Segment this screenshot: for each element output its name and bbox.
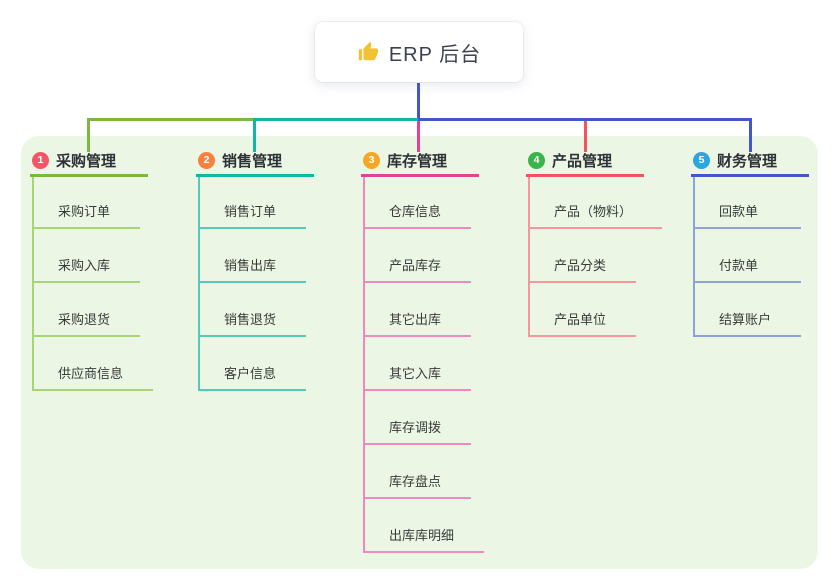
branch-finance: 5 财务管理 回款单 付款单 结算账户 [691, 146, 809, 337]
branch-sales-header[interactable]: 2 销售管理 [196, 146, 314, 177]
child-label: 采购订单 [58, 204, 111, 219]
branch-sales: 2 销售管理 销售订单 销售出库 销售退货 客户信息 [196, 146, 314, 391]
child-node[interactable]: 产品分类 [530, 229, 637, 283]
branch-title: 财务管理 [717, 152, 778, 170]
branch-title: 产品管理 [552, 152, 613, 170]
child-node[interactable]: 采购退货 [34, 283, 141, 337]
child-label: 库存调拨 [389, 420, 442, 435]
child-node[interactable]: 仓库信息 [365, 177, 472, 229]
child-label: 结算账户 [719, 312, 772, 327]
branch-drop-line-4 [584, 121, 587, 152]
child-label: 付款单 [719, 258, 759, 273]
child-label: 产品（物料） [554, 204, 633, 219]
child-label: 产品单位 [554, 312, 607, 327]
branch-sales-children: 销售订单 销售出库 销售退货 客户信息 [198, 177, 307, 391]
bus-line-indigo [418, 118, 752, 121]
child-label: 销售退货 [224, 312, 277, 327]
branch-inventory-header[interactable]: 3 库存管理 [361, 146, 479, 177]
bus-line-teal [254, 118, 421, 121]
child-label: 其它出库 [389, 312, 442, 327]
root-node-erp[interactable]: ERP 后台 [315, 22, 523, 82]
child-label: 产品库存 [389, 258, 442, 273]
child-label: 销售订单 [224, 204, 277, 219]
child-node[interactable]: 客户信息 [200, 337, 307, 391]
child-label: 出库库明细 [389, 528, 455, 543]
bus-line-green [88, 118, 255, 121]
child-label: 采购退货 [58, 312, 111, 327]
child-label: 其它入库 [389, 366, 442, 381]
branch-drop-line-5 [749, 118, 752, 152]
child-node[interactable]: 其它出库 [365, 283, 472, 337]
child-label: 供应商信息 [58, 366, 124, 381]
child-label: 回款单 [719, 204, 759, 219]
thumbs-up-icon [357, 41, 379, 63]
branch-product-header[interactable]: 4 产品管理 [526, 146, 644, 177]
branch-title: 销售管理 [222, 152, 283, 170]
root-title: ERP 后台 [388, 43, 482, 66]
child-node[interactable]: 产品（物料） [530, 177, 663, 229]
child-node[interactable]: 销售出库 [200, 229, 307, 283]
child-node[interactable]: 回款单 [695, 177, 801, 229]
child-label: 销售出库 [224, 258, 277, 273]
branch-finance-header[interactable]: 5 财务管理 [691, 146, 809, 177]
child-label: 仓库信息 [389, 204, 442, 219]
branch-number-badge: 3 [363, 151, 380, 169]
branch-inventory-children: 仓库信息 产品库存 其它出库 其它入库 库存调拨 库存盘点 出库库明细 [363, 177, 485, 553]
child-node[interactable]: 结算账户 [695, 283, 802, 337]
branch-title: 采购管理 [56, 152, 117, 170]
branch-title: 库存管理 [387, 152, 448, 170]
child-node[interactable]: 其它入库 [365, 337, 472, 391]
child-node[interactable]: 采购订单 [34, 177, 141, 229]
child-label: 库存盘点 [389, 474, 442, 489]
child-node[interactable]: 采购入库 [34, 229, 141, 283]
mindmap-background-panel [21, 136, 818, 569]
branch-purchase: 1 采购管理 采购订单 采购入库 采购退货 供应商信息 [30, 146, 154, 391]
branch-drop-line-1 [87, 118, 90, 152]
branch-finance-children: 回款单 付款单 结算账户 [693, 177, 802, 337]
child-node[interactable]: 库存调拨 [365, 391, 472, 445]
child-node[interactable]: 供应商信息 [34, 337, 154, 391]
child-node[interactable]: 付款单 [695, 229, 801, 283]
branch-drop-line-2 [253, 118, 256, 152]
child-label: 产品分类 [554, 258, 607, 273]
branch-number-badge: 2 [198, 151, 215, 169]
child-node[interactable]: 产品单位 [530, 283, 637, 337]
child-node[interactable]: 销售退货 [200, 283, 307, 337]
branch-number-badge: 4 [528, 151, 545, 169]
child-node[interactable]: 产品库存 [365, 229, 472, 283]
branch-drop-line-3 [417, 121, 420, 152]
child-node[interactable]: 库存盘点 [365, 445, 472, 499]
branch-product-children: 产品（物料） 产品分类 产品单位 [528, 177, 663, 337]
branch-product: 4 产品管理 产品（物料） 产品分类 产品单位 [526, 146, 663, 337]
branch-number-badge: 5 [693, 151, 710, 169]
root-connector-line [417, 82, 420, 119]
branch-purchase-children: 采购订单 采购入库 采购退货 供应商信息 [32, 177, 154, 391]
branch-inventory: 3 库存管理 仓库信息 产品库存 其它出库 其它入库 库存调拨 库存盘点 出库库… [361, 146, 485, 553]
branch-number-badge: 1 [32, 151, 49, 169]
child-label: 客户信息 [224, 366, 277, 381]
child-label: 采购入库 [58, 258, 111, 273]
branch-purchase-header[interactable]: 1 采购管理 [30, 146, 148, 177]
child-node[interactable]: 销售订单 [200, 177, 307, 229]
child-node[interactable]: 出库库明细 [365, 499, 485, 553]
